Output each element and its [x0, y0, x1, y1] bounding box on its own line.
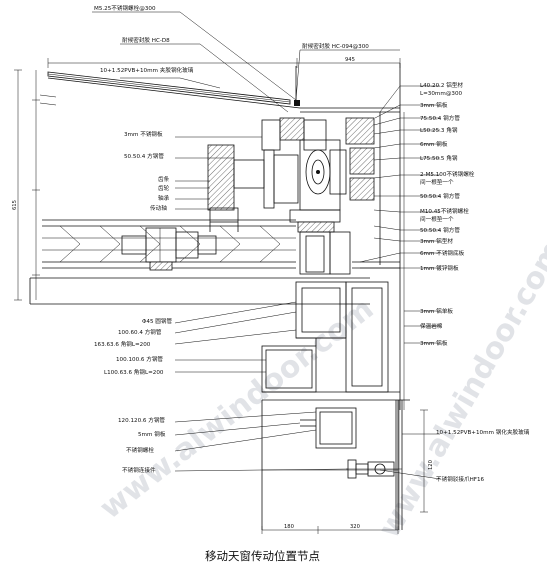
label-sealant-left: 耐候密封胶 HC-D8 [122, 36, 170, 44]
label-r11: 3mm 铝型材 [420, 237, 453, 245]
label-tube-50: 50.50.4 方钢管 [124, 152, 164, 160]
label-r7b: 间一根垫一个 [420, 178, 454, 186]
dim-right-vertical: 120 [428, 460, 434, 470]
label-r15: 保温岩棉 [420, 322, 443, 330]
label-r13: 1mm 镀锌钢板 [420, 264, 459, 272]
label-r8: 50.50.4 钢方管 [420, 192, 460, 200]
label-r5: 6mm 钢板 [420, 140, 448, 148]
label-tube-45: Φ45 圆钢管 [142, 317, 172, 325]
label-r6: L75.50.5 角钢 [420, 154, 458, 162]
label-r2: 3mm 铝板 [420, 101, 448, 109]
leaders-right [359, 85, 441, 480]
label-tube-100-60: 100.60.4 方钢管 [118, 328, 162, 336]
label-part-c: 轴承 [158, 194, 170, 202]
label-glass-right: 10+1.52PVB+10mm 钢化夹胶玻璃 [436, 428, 530, 436]
label-part-a: 齿条 [158, 175, 170, 183]
left-dimension: 615 [12, 69, 40, 301]
dim-left-vertical: 615 [12, 200, 18, 210]
label-r7: 2-M5.100不锈钢螺栓 [420, 170, 475, 178]
label-r16: 3mm 铝板 [420, 339, 448, 347]
label-r3: 75.50.4 钢方管 [420, 114, 460, 122]
label-anchor: 不锈钢连接件 [122, 466, 156, 474]
label-part-b: 齿轮 [158, 184, 170, 192]
label-r9: M10.45不锈钢螺栓 [420, 207, 469, 215]
label-angle-163: 163.63.6 角钢L=200 [94, 340, 151, 348]
label-r1: L40.20.2 铝型材 [420, 81, 463, 89]
label-glass-top: 10+1.52PVB+10mm 夹胶钢化玻璃 [100, 66, 194, 74]
gear-assembly [207, 117, 375, 232]
drive-motor [121, 227, 217, 271]
top-dimension: 945 [47, 57, 401, 68]
diagram-title: 移动天窗传动位置节点 [205, 549, 320, 563]
top-glass [39, 66, 400, 113]
label-tube-100-100: 100.100.6 方钢管 [116, 355, 163, 363]
label-sealant-right: 耐候密封胶 HC-094@300 [302, 42, 369, 50]
label-r10: 50.50.4 钢方管 [420, 226, 460, 234]
dim-bottom-left: 180 [284, 524, 294, 530]
lower-frame [261, 281, 410, 401]
label-angle-100: L100.63.6 角钢L=200 [104, 368, 164, 376]
right-wall [379, 63, 405, 410]
label-r4: L50.25.3 角钢 [420, 126, 458, 134]
label-plate-3mm: 3mm 不锈钢板 [124, 130, 163, 138]
right-glazing [346, 400, 403, 530]
label-bolt-top: M5.25不锈钢螺栓@300 [94, 4, 156, 12]
watermark-left: www.alwindoor.com [93, 291, 380, 526]
label-tube-120: 120.120.6 方钢管 [118, 416, 165, 424]
right-dimension: 120 [420, 409, 434, 513]
label-part-d: 传动轴 [150, 204, 167, 212]
horizontal-beam [42, 219, 296, 269]
watermark-layer: www.alwindoor.com www.alwindoor.com [93, 235, 547, 544]
bottom-dimension: 180 320 [261, 524, 399, 534]
label-plate-5mm: 5mm 钢板 [138, 430, 166, 438]
label-r14: 3mm 铝单板 [420, 307, 453, 315]
leaders-top [92, 11, 400, 113]
leaders-left [174, 136, 349, 472]
label-spider: 不锈钢驳接爪HF16 [436, 475, 485, 483]
dim-top-total: 945 [345, 57, 355, 63]
label-r9b: 间一根垫一个 [420, 215, 454, 223]
label-r12: 6mm 不锈钢底板 [420, 249, 465, 257]
center-post [289, 209, 351, 275]
dim-bottom-right: 320 [350, 524, 360, 530]
label-r1b: L=30mm@300 [420, 91, 463, 97]
label-bolt-left: 不锈钢螺栓 [126, 446, 154, 454]
